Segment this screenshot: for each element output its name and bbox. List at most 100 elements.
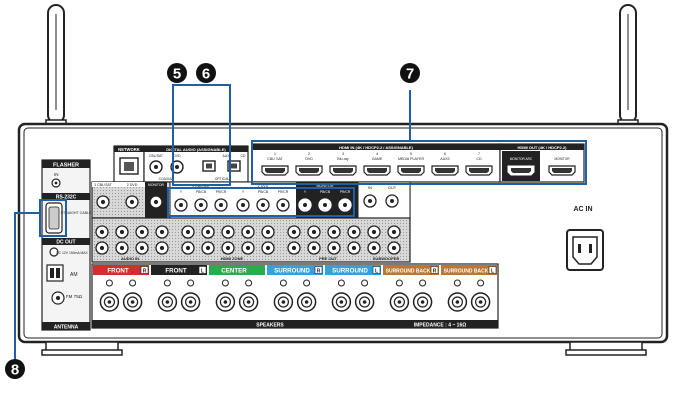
digital-port-label-4: CD [241,154,246,158]
digital-port-label-3: AUX [223,154,231,158]
speaker-group-name: SURROUND [332,268,368,275]
audio-in-title: AUDIO IN [121,256,139,261]
speaker-group-name: SURROUND [274,268,310,275]
pre-out-title: PRE OUT [319,256,337,261]
highlight-component [167,187,355,217]
video-jacks [96,195,163,209]
impedance-label: IMPEDANCE : 4 ~ 16Ω [414,323,467,329]
hdmi-in-number: 4 [376,152,378,156]
speaker-group-name: SURROUND BACK [386,269,431,275]
component-channel-label: Y [304,190,307,194]
left-foot [41,341,123,356]
hdmi-in-name: CBL/ SAT [267,157,284,161]
hdmi-in-number: 5 [410,152,412,156]
callout-5: 5 [167,63,187,83]
am-terminal[interactable] [46,264,64,282]
speaker-group-side: L [201,268,204,274]
component-channel-label: PR/CR [216,190,227,194]
hdmi-in-number: 6 [444,152,446,156]
video-in-label-2: 2 DVD [127,183,138,187]
rs232c-cable-label: STRAIGHT CABLE [61,211,92,215]
hdmi-out-title: HDMI OUT (4K / HDCP2.2) [518,145,568,150]
hdmi-in-number: 2 [308,152,310,156]
hdmi-in-section [251,143,501,183]
component-channel-label: PR/CR [340,190,351,194]
hdmi-in-name: CD [476,157,482,161]
hdmi-in-port-7[interactable]: 7CD [465,152,493,176]
component-channel-label: Y [180,190,183,194]
rs232c-title: RS-232C [56,195,77,201]
speaker-group-name: SURROUND BACK [444,269,489,275]
speaker-group-side: L [375,268,378,274]
speaker-group-name: FRONT [165,268,187,275]
svg-text:8: 8 [11,362,19,379]
flasher-title: FLASHER [53,163,79,169]
speaker-group-2: FRONT L [151,265,207,312]
component-group-label: 2 DVD [258,184,269,188]
hdmi-in-name: GAME [372,157,383,161]
optical-label: OPTICAL [215,177,230,181]
antenna-title: ANTENNA [54,325,79,331]
digital-audio-title: DIGITAL AUDIO (ASSIGNABLE) [166,147,226,152]
right-antenna [617,4,639,129]
speaker-group-name: CENTER [221,268,247,275]
zone-out-label: OUT [388,185,397,190]
highlight-hdmi [251,140,587,185]
hdmi-out-label-2: MONITOR [555,157,571,161]
component-channel-label: Y [242,190,245,194]
hdmi-in-number: 1 [274,152,276,156]
dc-out-jack[interactable] [49,247,59,257]
ac-in-label: AC IN [573,206,592,213]
audio-in-section [91,217,411,263]
highlight-digital-audio [172,84,231,186]
speaker-group-side: R [317,268,321,274]
component-channel-label: PB/CB [196,190,207,194]
callout-7: 7 [400,63,420,83]
speaker-group-4: SURROUND R [267,265,323,312]
callout-6: 6 [196,63,216,83]
component-group-label: MONITOR [317,184,334,188]
digital-port-label-2: DVD [173,154,181,158]
hdmi-in-name: Blu-ray [337,157,349,161]
hdmi-out-label-1: MONITOR ARC [510,157,533,161]
dc-out-title: DC OUT [56,240,75,246]
component-channel-label: PB/CB [258,190,269,194]
left-antenna [45,4,67,129]
speaker-group-side: R [143,268,147,274]
flasher-in-label: IN [54,172,59,177]
hdmi-in-name: DVD [305,157,313,161]
subwoofer-title: SUBWOOFER [373,256,400,261]
right-foot [565,341,647,356]
am-label: AM [70,272,78,278]
component-channel-label: PR/CR [278,190,289,194]
speakers-footer: SPEAKERS [256,323,284,329]
network-title: NETWORK [118,147,140,152]
hdmi-zone-title: HDMI ZONE [221,256,244,261]
svg-text:7: 7 [406,66,414,83]
fm-label: FM 75Ω [66,294,83,299]
hdmi-in-number: 3 [342,152,344,156]
highlight-rs232c [39,199,67,237]
speaker-group-3: CENTER [209,265,265,312]
video-monitor-label: MONITOR [148,183,164,187]
speaker-group-side: R [433,268,437,274]
hdmi-in-number: 7 [478,152,480,156]
dc-out-spec: DC 12V 150mA MAX [56,251,88,255]
video-in-label-1: 1 CBL/SAT [94,183,113,187]
audio-jacks [95,225,401,255]
svg-text:6: 6 [202,66,210,83]
leader-line-8 [14,212,40,360]
speaker-group-side: L [491,268,494,274]
